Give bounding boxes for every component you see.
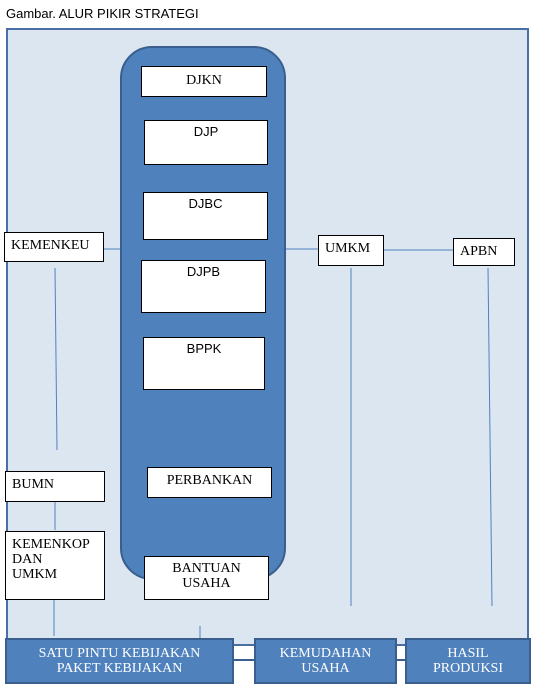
umkm-box: UMKM	[318, 235, 384, 266]
kemenkeu-box: KEMENKEU	[4, 232, 104, 262]
apbn-box: APBN	[453, 238, 515, 266]
figure-caption: Gambar. ALUR PIKIR STRATEGI	[6, 6, 199, 21]
perbankan-box: PERBANKAN	[147, 467, 272, 498]
connector-kemenkeu-down	[54, 267, 58, 451]
djkn-box: DJKN	[141, 66, 267, 97]
djp-box: DJP	[144, 120, 268, 165]
djpb-box: DJPB	[141, 260, 266, 313]
kemenkop-umkm-box: KEMENKOP DAN UMKM	[5, 531, 105, 600]
connector-apbn-down	[487, 267, 493, 607]
satu-pintu-kebijakan-box: SATU PINTU KEBIJAKAN PAKET KEBIJAKAN	[5, 638, 234, 684]
bantuan-usaha-box: BANTUAN USAHA	[144, 556, 269, 600]
bppk-box: BPPK	[143, 337, 265, 390]
hasil-produksi-box: HASIL PRODUKSI	[405, 638, 531, 684]
bumn-box: BUMN	[5, 471, 105, 502]
djbc-box: DJBC	[143, 192, 268, 240]
kemudahan-usaha-box: KEMUDAHAN USAHA	[254, 638, 397, 684]
